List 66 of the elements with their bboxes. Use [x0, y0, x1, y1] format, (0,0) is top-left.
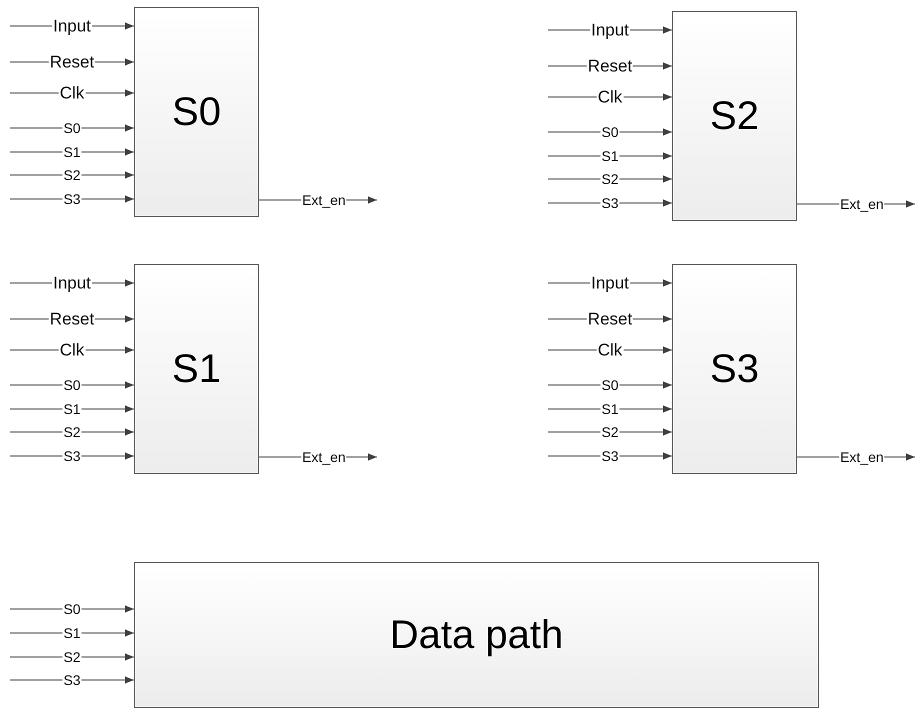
arrow — [10, 195, 134, 203]
arrow — [548, 428, 672, 436]
arrow — [10, 148, 134, 156]
signal-label: S3 — [600, 449, 620, 463]
signal-label: S1 — [600, 402, 620, 416]
signal-label: S2 — [600, 425, 620, 439]
arrow — [10, 676, 134, 684]
module-name: Data path — [390, 612, 564, 658]
signal-label: Input — [52, 274, 92, 292]
arrow — [10, 452, 134, 460]
arrow — [10, 405, 134, 413]
arrow — [10, 629, 134, 637]
module-box — [672, 264, 797, 474]
arrow — [10, 381, 134, 389]
arrow — [10, 653, 134, 661]
arrow — [548, 175, 672, 183]
module-box — [672, 11, 797, 221]
signal-label: Clk — [58, 84, 86, 102]
signal-label: S3 — [62, 673, 82, 687]
signal-label: Reset — [586, 310, 634, 328]
module-name: S2 — [710, 94, 759, 138]
arrow — [10, 605, 134, 613]
signal-label: S0 — [600, 125, 620, 139]
arrow — [548, 199, 672, 207]
signal-label: Reset — [586, 58, 634, 74]
module-name: S1 — [172, 346, 221, 392]
arrow — [548, 381, 672, 389]
arrow — [10, 171, 134, 179]
signal-label: Clk — [596, 342, 624, 358]
signal-label: Clk — [58, 342, 86, 358]
signal-label: Input — [590, 22, 630, 38]
signal-label: S1 — [600, 149, 620, 163]
signal-label: S3 — [62, 449, 82, 463]
signal-label: S1 — [62, 402, 82, 416]
module-box — [134, 562, 819, 708]
arrow — [548, 405, 672, 413]
signal-label: Reset — [48, 54, 96, 70]
module-box — [134, 7, 259, 217]
signal-label: Ext_en — [839, 197, 885, 211]
signal-label: S2 — [62, 168, 82, 182]
signal-label: S2 — [62, 425, 82, 439]
signal-label: S2 — [62, 650, 82, 664]
signal-label: S2 — [600, 172, 620, 186]
signal-label: S0 — [62, 602, 82, 616]
module-name: S0 — [172, 90, 221, 134]
signal-label: S1 — [62, 626, 82, 640]
arrow — [548, 452, 672, 460]
signal-label: Input — [52, 18, 92, 34]
arrow — [10, 124, 134, 132]
signal-label: S1 — [62, 145, 82, 159]
signal-label: Input — [590, 274, 630, 292]
arrow — [548, 128, 672, 136]
signal-label: Ext_en — [839, 450, 885, 464]
arrow — [10, 428, 134, 436]
signal-label: S0 — [62, 378, 82, 392]
signal-label: S3 — [600, 196, 620, 210]
signal-label: Clk — [596, 88, 624, 106]
signal-label: Ext_en — [301, 450, 347, 464]
signal-label: Reset — [48, 310, 96, 328]
signal-label: S0 — [600, 378, 620, 392]
signal-label: S0 — [62, 121, 82, 135]
signal-label: S3 — [62, 192, 82, 206]
signal-label: Ext_en — [301, 193, 347, 207]
module-box — [134, 264, 259, 474]
module-name: S3 — [710, 346, 759, 392]
arrow — [548, 152, 672, 160]
